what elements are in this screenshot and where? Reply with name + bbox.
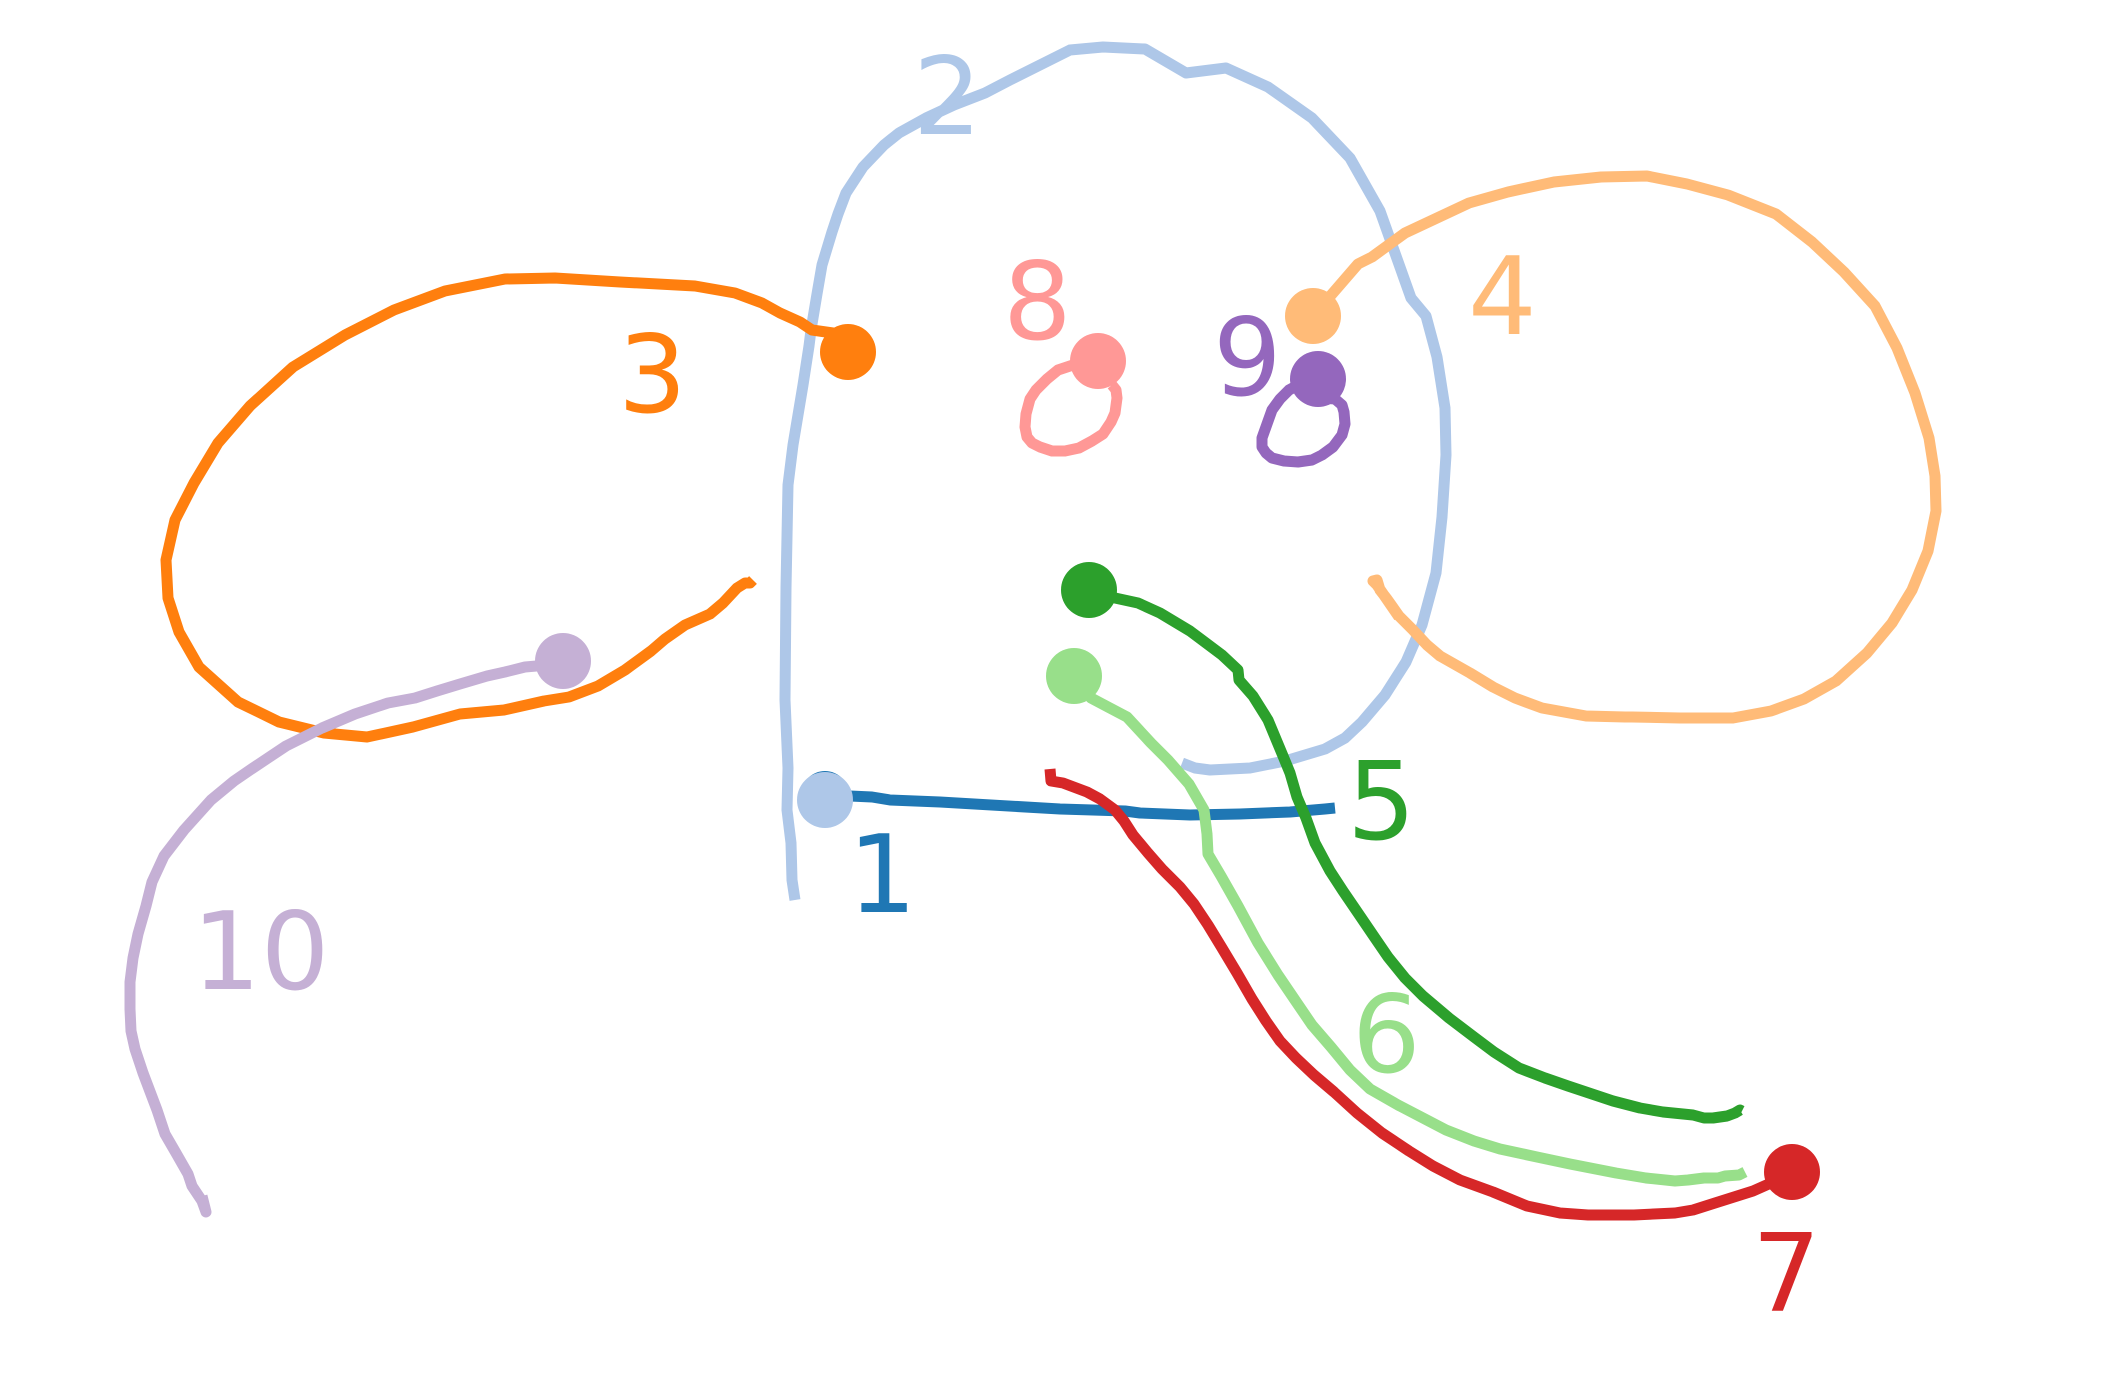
curve-8-start-dot <box>1070 333 1126 389</box>
curve-6-label: 6 <box>1352 973 1421 1098</box>
curve-8-label: 8 <box>1003 240 1072 365</box>
curve-10-start-dot <box>535 633 591 689</box>
curve-2-start-dot <box>797 772 853 828</box>
curve-1-line <box>827 789 1336 821</box>
curve-2-label: 2 <box>913 35 982 160</box>
curve-1: 1 <box>801 771 1336 938</box>
curve-10-label: 10 <box>192 890 329 1015</box>
curve-5-start-dot <box>1061 562 1117 618</box>
curve-9-start-dot <box>1290 351 1346 407</box>
curve-10-line <box>124 658 561 1218</box>
curve-6-start-dot <box>1046 648 1102 704</box>
curve-1-label: 1 <box>848 813 917 938</box>
curve-7-start-dot <box>1764 1144 1820 1200</box>
curve-6: 6 <box>1046 648 1748 1187</box>
curve-5-line <box>1088 584 1746 1124</box>
curve-5-label: 5 <box>1347 740 1416 865</box>
curve-7-label: 7 <box>1752 1212 1821 1337</box>
curve-4-label: 4 <box>1468 235 1537 360</box>
curve-3-line <box>160 272 853 743</box>
curve-10: 10 <box>124 633 591 1218</box>
curve-2: 2 <box>779 35 1452 901</box>
curve-7-line <box>1044 768 1793 1221</box>
curve-4-line <box>1308 170 1942 724</box>
curve-3: 3 <box>160 272 876 743</box>
curve-9-label: 9 <box>1213 296 1282 421</box>
curve-5: 5 <box>1061 562 1746 1124</box>
curve-3-label: 3 <box>618 313 687 438</box>
curve-4: 4 <box>1285 170 1942 724</box>
curve-8-line <box>1019 355 1123 457</box>
curve-2-line <box>779 41 1452 901</box>
curve-4-start-dot <box>1285 288 1341 344</box>
curve-7: 7 <box>1044 768 1821 1337</box>
curve-9: 9 <box>1213 296 1351 468</box>
curve-3-start-dot <box>820 324 876 380</box>
curve-6-line <box>1069 673 1748 1187</box>
curve-8: 8 <box>1003 240 1126 457</box>
curve-9-line <box>1256 374 1351 468</box>
